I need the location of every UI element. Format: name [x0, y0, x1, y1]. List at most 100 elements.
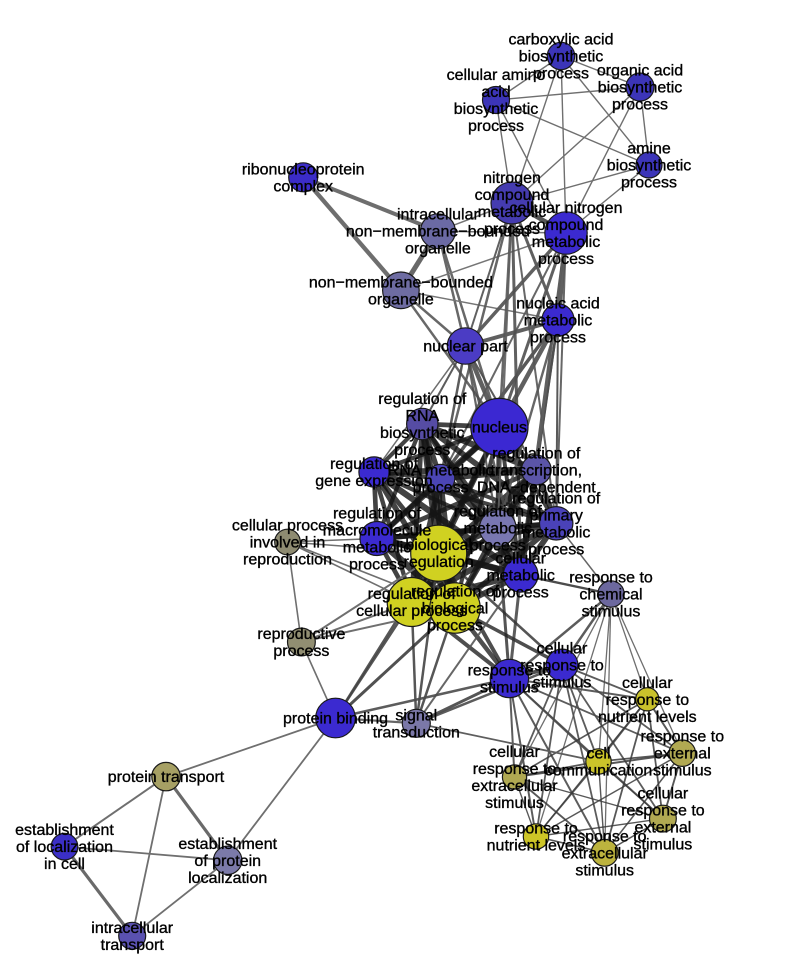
svg-text:intracellular: intracellular	[397, 207, 479, 224]
svg-text:process: process	[349, 557, 405, 574]
svg-text:process: process	[530, 330, 586, 347]
svg-text:response to: response to	[621, 803, 705, 820]
svg-text:biosynthetic: biosynthetic	[598, 80, 683, 97]
svg-text:stimulus: stimulus	[634, 837, 693, 854]
svg-text:stimulus: stimulus	[480, 680, 539, 697]
svg-text:metabolic: metabolic	[464, 521, 532, 538]
svg-text:response to: response to	[563, 828, 647, 845]
svg-text:biological: biological	[405, 537, 472, 554]
svg-text:nucleic acid: nucleic acid	[516, 296, 600, 313]
svg-text:cellular: cellular	[537, 641, 588, 658]
svg-text:process: process	[538, 251, 594, 268]
svg-text:response to: response to	[468, 663, 552, 680]
svg-text:metabolic: metabolic	[343, 540, 411, 557]
svg-text:nucleus: nucleus	[472, 420, 527, 437]
svg-text:organelle: organelle	[368, 291, 434, 308]
svg-text:biosynthetic: biosynthetic	[519, 49, 604, 66]
svg-text:process: process	[413, 480, 469, 497]
svg-text:extracellular: extracellular	[471, 778, 558, 795]
svg-text:process: process	[394, 442, 450, 459]
svg-text:nutrient levels: nutrient levels	[487, 838, 586, 855]
svg-text:compound: compound	[529, 217, 604, 234]
svg-text:cellular: cellular	[638, 786, 689, 803]
svg-text:biosynthetic: biosynthetic	[607, 158, 692, 175]
svg-text:nutrient levels: nutrient levels	[598, 709, 697, 726]
svg-text:biosynthetic: biosynthetic	[380, 425, 465, 442]
svg-text:process: process	[621, 175, 677, 192]
svg-text:in cell: in cell	[44, 856, 85, 873]
svg-text:regulation of: regulation of	[492, 446, 581, 463]
svg-text:transcription,: transcription,	[491, 463, 583, 480]
svg-text:process: process	[468, 118, 524, 135]
svg-text:protein transport: protein transport	[108, 769, 225, 786]
svg-text:RNA: RNA	[405, 408, 439, 425]
svg-text:compound: compound	[475, 187, 550, 204]
svg-text:gene expression: gene expression	[315, 473, 432, 490]
svg-text:of protein: of protein	[194, 853, 261, 870]
svg-text:cellular: cellular	[622, 675, 673, 692]
svg-text:stimulus: stimulus	[485, 795, 544, 812]
svg-text:RNA metabolic: RNA metabolic	[388, 463, 494, 480]
svg-text:involved in: involved in	[250, 535, 326, 552]
svg-text:of localization: of localization	[16, 839, 113, 856]
svg-text:regulation of: regulation of	[512, 490, 601, 507]
svg-text:organic acid: organic acid	[597, 63, 683, 80]
svg-text:nuclear part: nuclear part	[423, 339, 508, 356]
svg-text:metabolic: metabolic	[522, 524, 590, 541]
svg-text:transduction: transduction	[373, 724, 460, 741]
svg-text:external: external	[654, 746, 711, 763]
svg-text:extracellular: extracellular	[562, 845, 649, 862]
svg-text:cellular process: cellular process	[232, 518, 343, 535]
svg-text:response to: response to	[640, 729, 724, 746]
svg-text:regulation: regulation	[404, 554, 474, 571]
svg-text:cellular: cellular	[489, 744, 540, 761]
svg-text:transport: transport	[101, 937, 165, 954]
svg-text:intracellular: intracellular	[91, 920, 173, 937]
svg-text:process: process	[273, 643, 329, 660]
svg-text:amine: amine	[627, 141, 671, 158]
svg-text:localization: localization	[188, 870, 267, 887]
svg-text:stimulus: stimulus	[582, 604, 641, 621]
svg-text:process: process	[470, 538, 526, 555]
svg-text:external: external	[634, 820, 691, 837]
svg-text:communication: communication	[545, 763, 653, 780]
svg-text:establishment: establishment	[178, 836, 277, 853]
svg-text:process: process	[528, 541, 584, 558]
svg-text:regulation of: regulation of	[378, 391, 467, 408]
svg-text:process: process	[493, 584, 549, 601]
svg-text:ribonucleoprotein: ribonucleoprotein	[242, 161, 365, 178]
svg-text:metabolic: metabolic	[486, 567, 554, 584]
svg-text:reproduction: reproduction	[243, 552, 332, 569]
svg-text:response to: response to	[569, 570, 653, 587]
svg-text:cellular: cellular	[495, 550, 546, 567]
svg-text:response to: response to	[520, 658, 604, 675]
svg-text:regulation of: regulation of	[454, 504, 543, 521]
svg-text:cellular nitrogen: cellular nitrogen	[510, 200, 623, 217]
svg-text:organelle: organelle	[405, 241, 471, 258]
svg-text:process: process	[427, 618, 483, 635]
svg-text:protein binding: protein binding	[283, 711, 388, 728]
svg-text:DNA−dependent: DNA−dependent	[477, 480, 596, 497]
svg-text:reproductive: reproductive	[257, 626, 345, 643]
svg-text:establishment: establishment	[15, 822, 114, 839]
svg-text:complex: complex	[273, 178, 333, 195]
svg-text:macromolecule: macromolecule	[323, 523, 432, 540]
svg-text:response to: response to	[473, 761, 557, 778]
svg-text:chemical: chemical	[579, 587, 642, 604]
svg-text:metabolic: metabolic	[532, 234, 600, 251]
svg-text:metabolic: metabolic	[478, 204, 546, 221]
svg-text:biological: biological	[422, 601, 489, 618]
svg-text:process: process	[533, 66, 589, 83]
svg-text:acid: acid	[481, 84, 510, 101]
svg-text:response to: response to	[494, 821, 578, 838]
svg-text:response to: response to	[605, 692, 689, 709]
svg-text:nitrogen: nitrogen	[483, 170, 541, 187]
svg-text:process: process	[612, 97, 668, 114]
svg-text:cell: cell	[586, 746, 610, 763]
svg-text:regulation of: regulation of	[330, 456, 419, 473]
svg-text:cellular amino: cellular amino	[447, 67, 546, 84]
svg-text:process: process	[484, 221, 540, 238]
svg-text:stimulus: stimulus	[533, 675, 592, 692]
svg-text:metabolic: metabolic	[524, 313, 592, 330]
svg-text:carboxylic acid: carboxylic acid	[509, 32, 614, 49]
